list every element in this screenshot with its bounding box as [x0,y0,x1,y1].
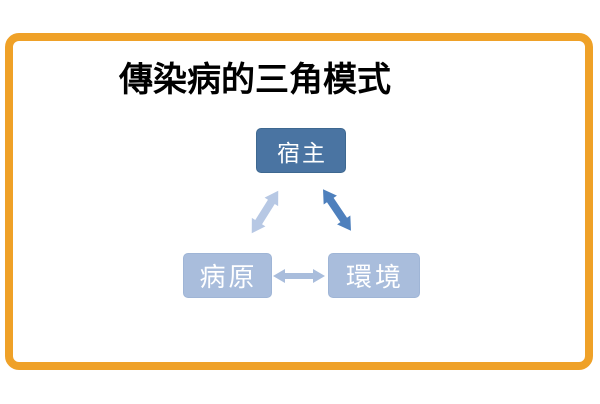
slide-title: 傳染病的三角模式 [119,61,391,99]
node-environment-label: 環境 [345,262,404,292]
slide-frame-border [5,33,593,370]
double-arrow-pathogen-environment-icon [273,269,325,283]
node-environment: 環境 [328,253,420,298]
node-pathogen: 病原 [183,253,272,298]
double-arrow-host-environment-icon [323,189,351,231]
node-pathogen-label: 病原 [199,262,258,292]
node-host: 宿主 [256,128,346,173]
node-host-label: 宿主 [277,139,327,166]
double-arrow-host-pathogen-icon [251,190,279,234]
